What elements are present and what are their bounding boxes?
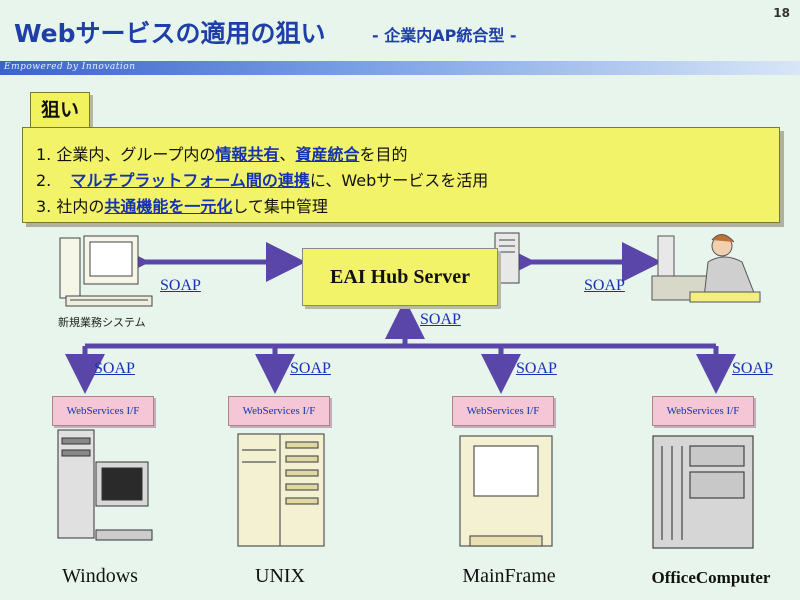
aim-number: 1.	[36, 145, 52, 164]
aim-text: 企業内、グループ内の	[56, 145, 216, 164]
aim-item-3: 3. 社内の共通機能を一元化して集中管理	[36, 193, 328, 217]
mainframe-icon	[459, 435, 553, 547]
server-icon	[494, 232, 520, 284]
soap-label-unix[interactable]: SOAP	[290, 360, 331, 377]
aims-label: 狙い	[30, 92, 90, 128]
page-number: 18	[773, 6, 790, 20]
title-bar	[0, 61, 800, 75]
aim-emphasis: 資産統合	[295, 145, 360, 164]
soap-label-left[interactable]: SOAP	[160, 277, 201, 294]
eai-hub-server-box: EAI Hub Server	[302, 248, 498, 306]
aim-item-2: 2. マルチプラットフォーム間の連携に、Webサービスを活用	[36, 167, 488, 191]
legacy-system-label: 新規業務システム	[58, 316, 146, 329]
aim-emphasis: 共通機能を一元化	[104, 197, 233, 216]
aim-text: 、	[279, 145, 296, 164]
tagline: Empowered by Innovation	[4, 62, 136, 72]
aim-emphasis: マルチプラットフォーム間の連携	[70, 171, 310, 190]
aim-text: を目的	[359, 145, 408, 164]
windows-pc-icon	[57, 429, 153, 541]
wsif-box-unix: WebServices I/F	[228, 396, 330, 426]
wsif-box-windows: WebServices I/F	[52, 396, 154, 426]
aim-text: して集中管理	[232, 197, 328, 216]
wsif-box-office: WebServices I/F	[652, 396, 754, 426]
aim-text: に、Webサービスを活用	[309, 171, 489, 190]
system-label-office: OfficeComputer	[651, 568, 771, 587]
aim-text: 社内の	[56, 197, 105, 216]
slide-subtitle: - 企業内AP統合型 -	[372, 26, 517, 45]
aim-number: 2.	[36, 171, 52, 190]
system-label-windows: Windows	[62, 565, 138, 587]
soap-label-windows[interactable]: SOAP	[94, 360, 135, 377]
wsif-box-mainframe: WebServices I/F	[452, 396, 554, 426]
aim-item-1: 1. 企業内、グループ内の情報共有、資産統合を目的	[36, 141, 407, 165]
system-label-mainframe: MainFrame	[462, 565, 556, 587]
legacy-computer-icon	[59, 235, 153, 307]
system-label-unix: UNIX	[255, 565, 305, 587]
aims-box	[22, 127, 780, 223]
aim-number: 3.	[36, 197, 52, 216]
soap-label-right[interactable]: SOAP	[584, 277, 625, 294]
operator-person-icon	[651, 234, 761, 303]
slide-title: Webサービスの適用の狙い	[14, 19, 326, 48]
unix-server-icon	[237, 433, 325, 547]
office-computer-icon	[652, 435, 754, 549]
soap-label-hub[interactable]: SOAP	[420, 311, 461, 328]
soap-label-mainframe[interactable]: SOAP	[516, 360, 557, 377]
soap-label-office[interactable]: SOAP	[732, 360, 773, 377]
aim-emphasis: 情報共有	[215, 145, 280, 164]
